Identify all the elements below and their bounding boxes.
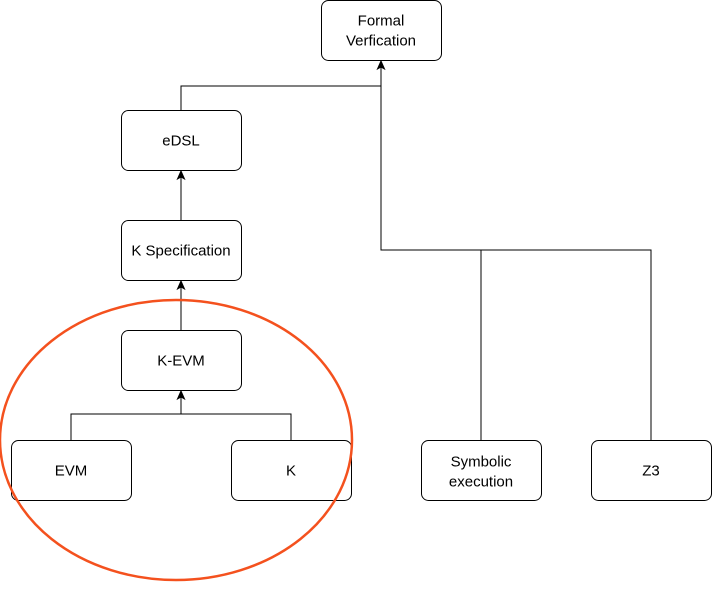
node-z3-label: Z3 xyxy=(642,463,660,480)
node-k-evm: K-EVM xyxy=(121,330,242,391)
arrowhead-k-specification xyxy=(176,279,186,291)
node-formal-verification: Formal Verfication xyxy=(321,0,442,61)
node-k-evm-label: K-EVM xyxy=(157,353,205,370)
arrowhead-edsl xyxy=(176,169,186,181)
node-k-specification: K Specification xyxy=(121,220,242,281)
node-edsl: eDSL xyxy=(121,110,242,171)
edge-evm-to-k-evm xyxy=(70,394,182,440)
node-symbolic-execution-label-line2: execution xyxy=(449,474,513,491)
edge-symbolic-execution-to-formal-verification xyxy=(380,64,482,440)
highlight-ellipse xyxy=(0,298,354,582)
edge-edsl-to-formal-verification xyxy=(180,64,382,110)
node-formal-verification-label-line1: Formal xyxy=(358,13,405,30)
node-k-specification-label: K Specification xyxy=(131,243,230,260)
edge-k-to-k-evm xyxy=(181,413,292,440)
node-z3: Z3 xyxy=(591,440,712,501)
arrowhead-formal-verification xyxy=(376,59,386,71)
node-symbolic-execution: Symbolic execution xyxy=(421,440,542,501)
edges xyxy=(70,59,652,440)
node-symbolic-execution-label-line1: Symbolic xyxy=(451,454,512,471)
node-edsl-label: eDSL xyxy=(162,133,200,150)
arrowhead-k-evm xyxy=(176,389,186,401)
node-k: K xyxy=(231,440,352,501)
node-evm: EVM xyxy=(11,440,132,501)
node-evm-label: EVM xyxy=(55,463,88,480)
edge-z3-to-formal-verification xyxy=(481,249,652,440)
node-k-label: K xyxy=(286,463,296,480)
node-formal-verification-label-line2: Verfication xyxy=(346,33,416,50)
